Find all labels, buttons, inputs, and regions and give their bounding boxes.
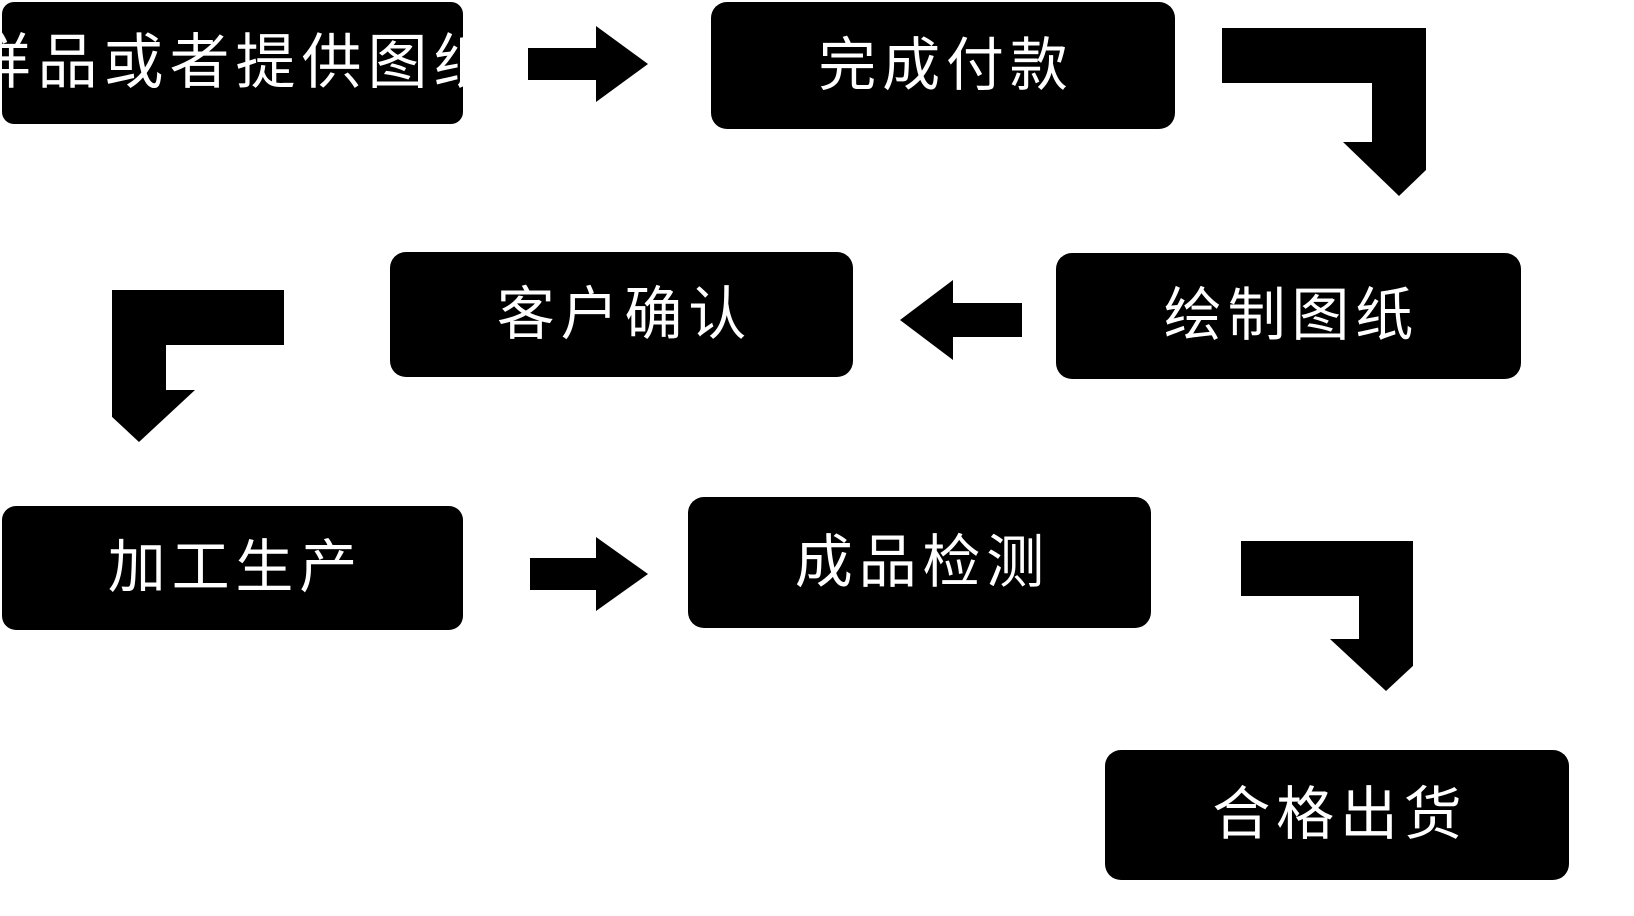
flow-node-label: 加工生产 <box>107 535 363 600</box>
flow-node-payment[interactable]: 完成付款 <box>711 2 1175 129</box>
arrow-elbow-right-down-icon <box>1222 28 1426 196</box>
arrow-elbow-left-down-icon <box>112 290 284 442</box>
arrow-right-icon <box>528 24 648 104</box>
flow-node-sample[interactable]: 样品或者提供图纸 <box>0 2 494 124</box>
flow-node-label: 成品检测 <box>794 529 1050 595</box>
arrow-left-icon <box>900 278 1022 362</box>
flow-node-drawing[interactable]: 绘制图纸 <box>1056 253 1521 379</box>
flow-node-label: 完成付款 <box>818 32 1074 98</box>
arrow-elbow-right-down-icon <box>1241 541 1413 691</box>
flow-node-inspect[interactable]: 成品检测 <box>688 497 1151 628</box>
flow-node-label: 样品或者提供图纸 <box>0 29 500 96</box>
flow-node-ship[interactable]: 合格出货 <box>1105 750 1569 880</box>
flow-node-label: 合格出货 <box>1212 782 1468 847</box>
flow-node-produce[interactable]: 加工生产 <box>2 506 463 630</box>
flow-node-confirm[interactable]: 客户确认 <box>390 252 853 377</box>
flow-node-label: 客户确认 <box>496 281 752 347</box>
arrow-right-icon <box>530 535 648 613</box>
flow-node-label: 绘制图纸 <box>1163 283 1419 348</box>
